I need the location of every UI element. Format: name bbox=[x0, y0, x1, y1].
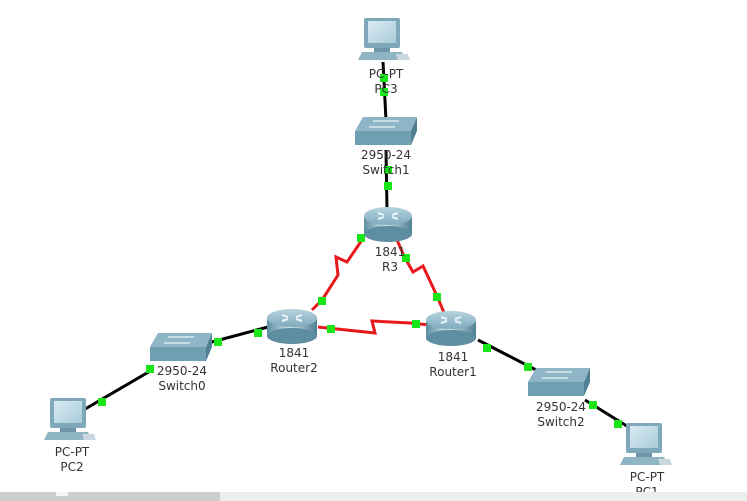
label-switch2: 2950-24 Switch2 bbox=[536, 400, 586, 430]
device-name: Switch2 bbox=[537, 415, 585, 429]
device-model: 2950-24 bbox=[535, 400, 587, 414]
device-switch0[interactable] bbox=[150, 333, 212, 361]
label-switch1: 2950-24 Switch1 bbox=[361, 148, 411, 178]
device-model: PC-PT bbox=[368, 67, 404, 81]
device-pc3[interactable] bbox=[358, 18, 410, 60]
scrollbar-thumb[interactable] bbox=[0, 492, 220, 501]
port-light bbox=[214, 338, 222, 346]
port-light bbox=[433, 293, 441, 301]
label-r3: 1841 R3 bbox=[375, 245, 406, 275]
device-name: Router2 bbox=[270, 361, 318, 375]
port-light bbox=[318, 297, 326, 305]
label-router1: 1841 Router1 bbox=[429, 350, 476, 380]
port-light bbox=[380, 88, 388, 96]
port-light bbox=[254, 329, 262, 337]
pc-icon bbox=[44, 398, 96, 440]
device-name: Switch1 bbox=[362, 163, 410, 177]
device-name: Router1 bbox=[429, 365, 477, 379]
port-light bbox=[402, 254, 410, 262]
router-icon bbox=[426, 311, 476, 346]
port-light bbox=[483, 344, 491, 352]
port-light bbox=[524, 363, 532, 371]
router-icon bbox=[267, 309, 317, 344]
device-router2[interactable] bbox=[267, 309, 317, 344]
device-r3[interactable] bbox=[364, 207, 412, 242]
pc-icon bbox=[620, 423, 672, 465]
device-name: Switch0 bbox=[158, 379, 206, 393]
device-model: 1841 bbox=[278, 346, 310, 360]
port-light bbox=[380, 74, 388, 82]
device-model: 1841 bbox=[437, 350, 469, 364]
port-light bbox=[412, 320, 420, 328]
label-switch0: 2950-24 Switch0 bbox=[157, 364, 207, 394]
port-light bbox=[327, 325, 335, 333]
device-model: PC-PT bbox=[54, 445, 90, 459]
link-switch0-pc2[interactable] bbox=[79, 368, 153, 414]
device-pc1[interactable] bbox=[620, 423, 672, 465]
label-pc3: PC-PT PC3 bbox=[369, 67, 404, 97]
switch-icon bbox=[150, 333, 212, 361]
switch-icon bbox=[355, 117, 417, 145]
device-name: R3 bbox=[382, 260, 398, 274]
device-pc2[interactable] bbox=[44, 398, 96, 440]
port-light bbox=[384, 182, 392, 190]
port-light bbox=[384, 166, 392, 174]
port-light bbox=[146, 365, 154, 373]
device-router1[interactable] bbox=[426, 311, 476, 346]
horizontal-scrollbar[interactable] bbox=[0, 492, 747, 501]
port-light bbox=[98, 398, 106, 406]
device-name: PC2 bbox=[60, 460, 84, 474]
link-switch1-r3[interactable] bbox=[384, 149, 389, 211]
label-pc2: PC-PT PC2 bbox=[55, 445, 90, 475]
port-light bbox=[357, 234, 365, 242]
device-model: 2950-24 bbox=[156, 364, 208, 378]
device-model: PC-PT bbox=[629, 470, 665, 484]
device-switch1[interactable] bbox=[355, 117, 417, 145]
device-model: 2950-24 bbox=[360, 148, 412, 162]
device-name: PC3 bbox=[374, 82, 398, 96]
switch-icon bbox=[528, 368, 590, 396]
pc-icon bbox=[358, 18, 410, 60]
scrollbar-grip bbox=[56, 492, 68, 496]
label-router2: 1841 Router2 bbox=[270, 346, 317, 376]
port-light bbox=[614, 420, 622, 428]
router-icon bbox=[364, 207, 412, 242]
device-switch2[interactable] bbox=[528, 368, 590, 396]
device-model: 1841 bbox=[374, 245, 406, 259]
port-light bbox=[589, 401, 597, 409]
